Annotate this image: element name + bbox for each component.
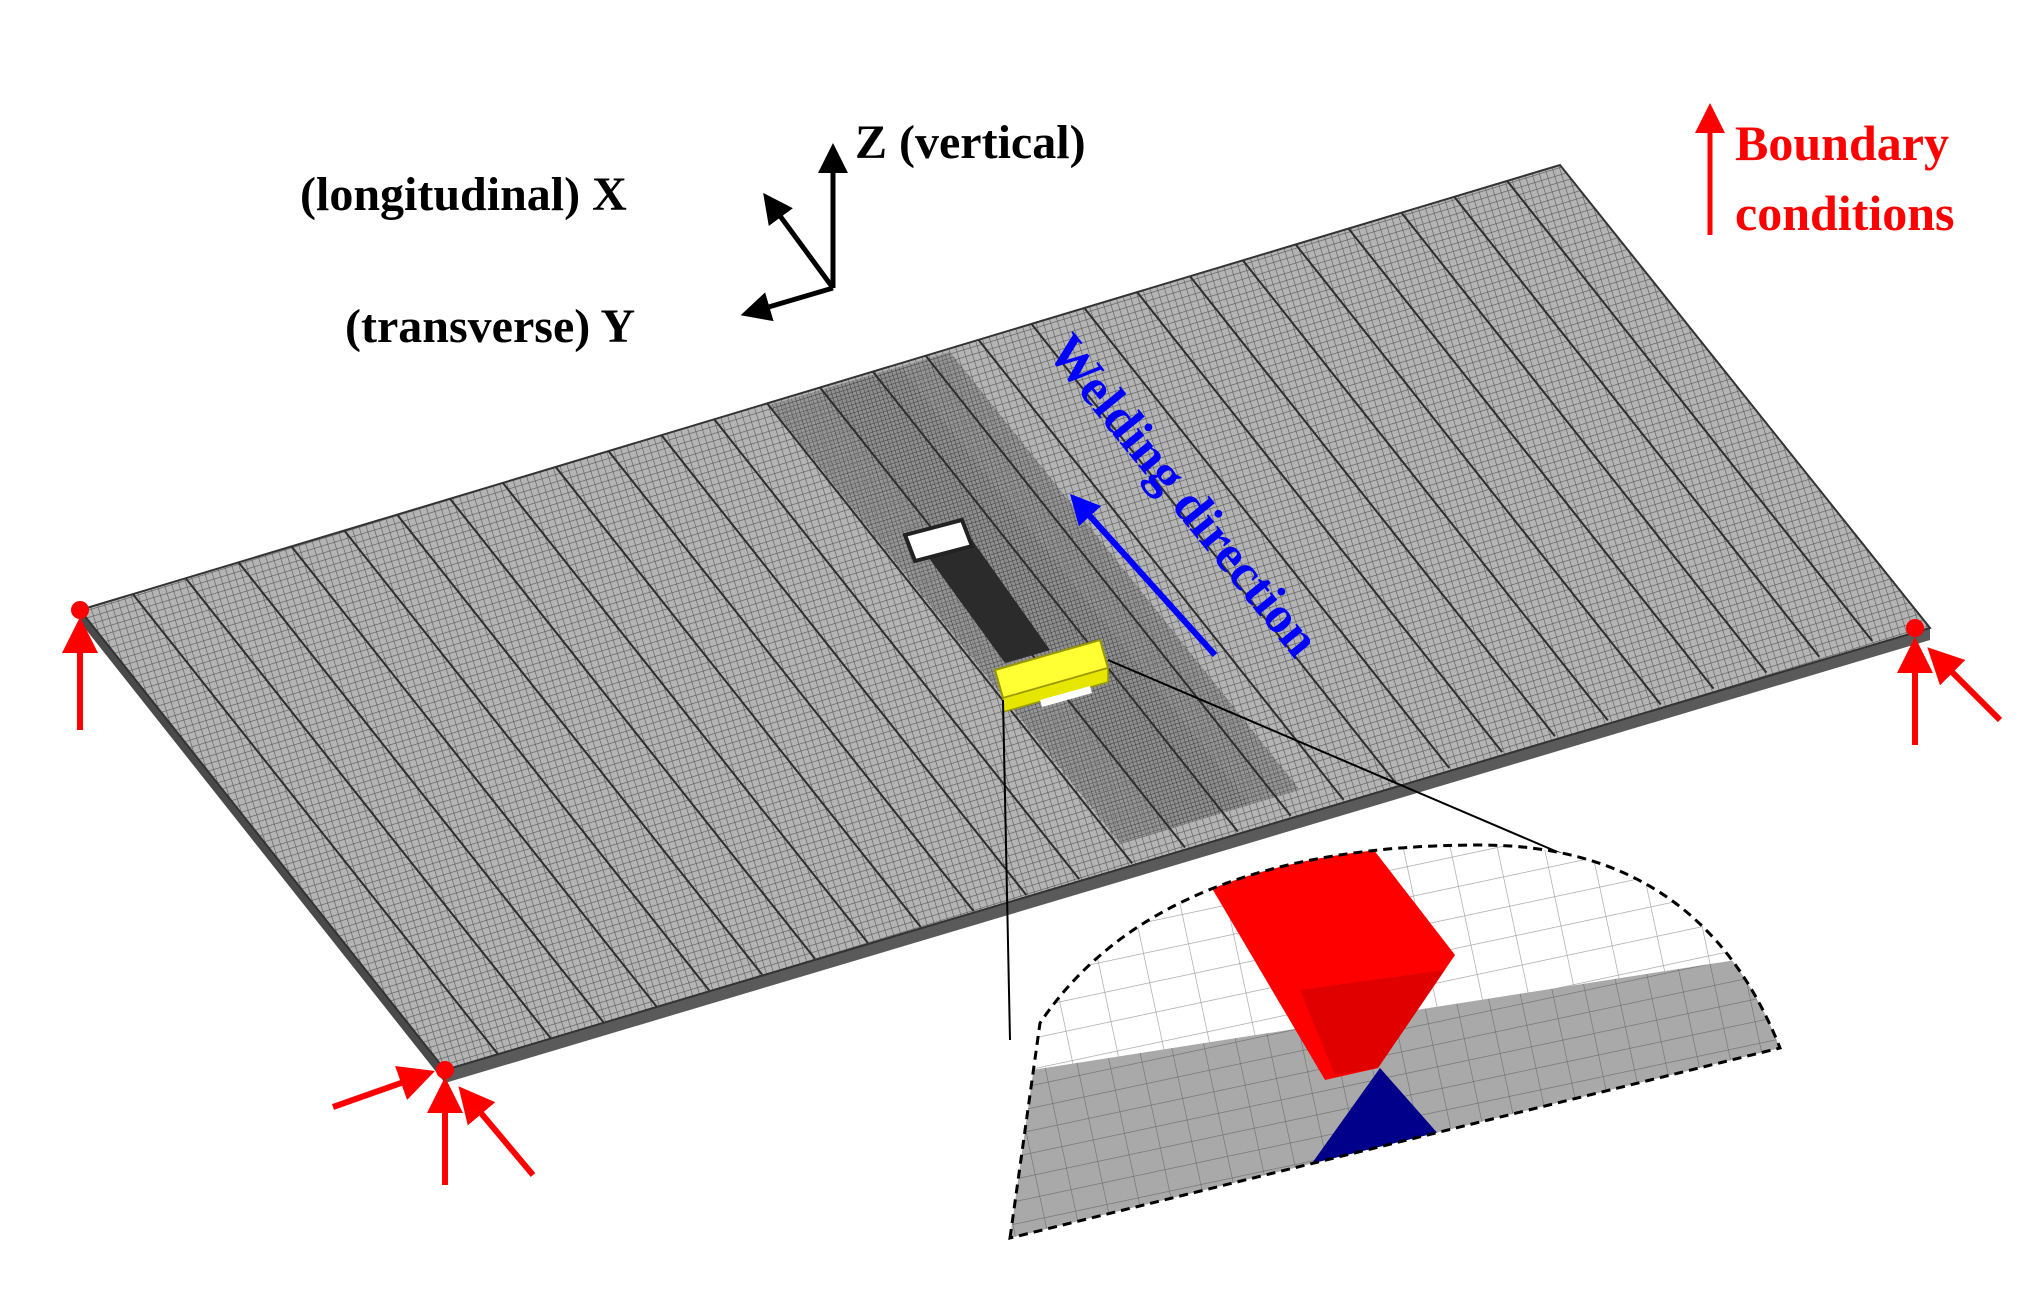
x-axis-arrow [763, 192, 836, 290]
z-axis-label: Z (vertical) [855, 116, 1086, 169]
mesh-partition-line [290, 545, 658, 1008]
mesh-partition-line [1136, 291, 1503, 753]
mesh-partition-line [343, 529, 711, 992]
weld-cross-section-zoom [1008, 843, 1783, 1240]
boundary-bottom [332, 1061, 536, 1185]
axis-triad [740, 143, 848, 322]
mesh-partition-line [1294, 243, 1662, 706]
mesh-partition-line [713, 418, 1081, 880]
legend-line-2: conditions [1735, 185, 1955, 241]
mesh-partition-line [396, 514, 763, 976]
mesh-partition-line [1083, 307, 1451, 769]
mesh-partition-line [449, 498, 816, 960]
mesh-partition-line [237, 561, 605, 1023]
zoom-connector-lines [1002, 659, 1596, 1041]
y-axis-label: (transverse) Y [345, 300, 635, 353]
mesh-partition-line [924, 355, 1292, 817]
mesh-partition-line [872, 370, 1239, 833]
mesh-partition-line [1242, 259, 1609, 721]
mesh-partition-line [554, 466, 922, 928]
mesh-partition-line [1347, 227, 1715, 690]
y-axis-arrow [740, 285, 834, 322]
mesh-partition-line [977, 339, 1345, 801]
welding-direction-arrow [1069, 493, 1218, 658]
mesh-partition-line [1400, 212, 1768, 674]
mesh-partition-line [660, 434, 1028, 896]
legend-line-1: Boundary [1735, 115, 1949, 171]
mesh-partition-line [184, 577, 552, 1039]
mesh-partition-line [132, 593, 499, 1055]
mesh-partition-line [1030, 323, 1398, 785]
mesh-partition-line [607, 450, 975, 912]
heat-source-block [993, 638, 1110, 713]
mesh-partition-line [1453, 196, 1821, 658]
mesh-partition-line [766, 402, 1133, 865]
weld-fusion-zone-red [1200, 845, 1455, 1080]
steel-plate-mesh [78, 163, 1932, 1083]
mesh-partition-line [1506, 180, 1873, 642]
boundary-left [62, 601, 98, 730]
mesh-partition-line [1189, 275, 1556, 737]
boundary-conditions-legend: Boundary conditions [1695, 103, 1955, 241]
mesh-partition-line [502, 482, 869, 944]
x-axis-label: (longitudinal) X [300, 168, 627, 221]
boundary-right [1897, 619, 2003, 745]
